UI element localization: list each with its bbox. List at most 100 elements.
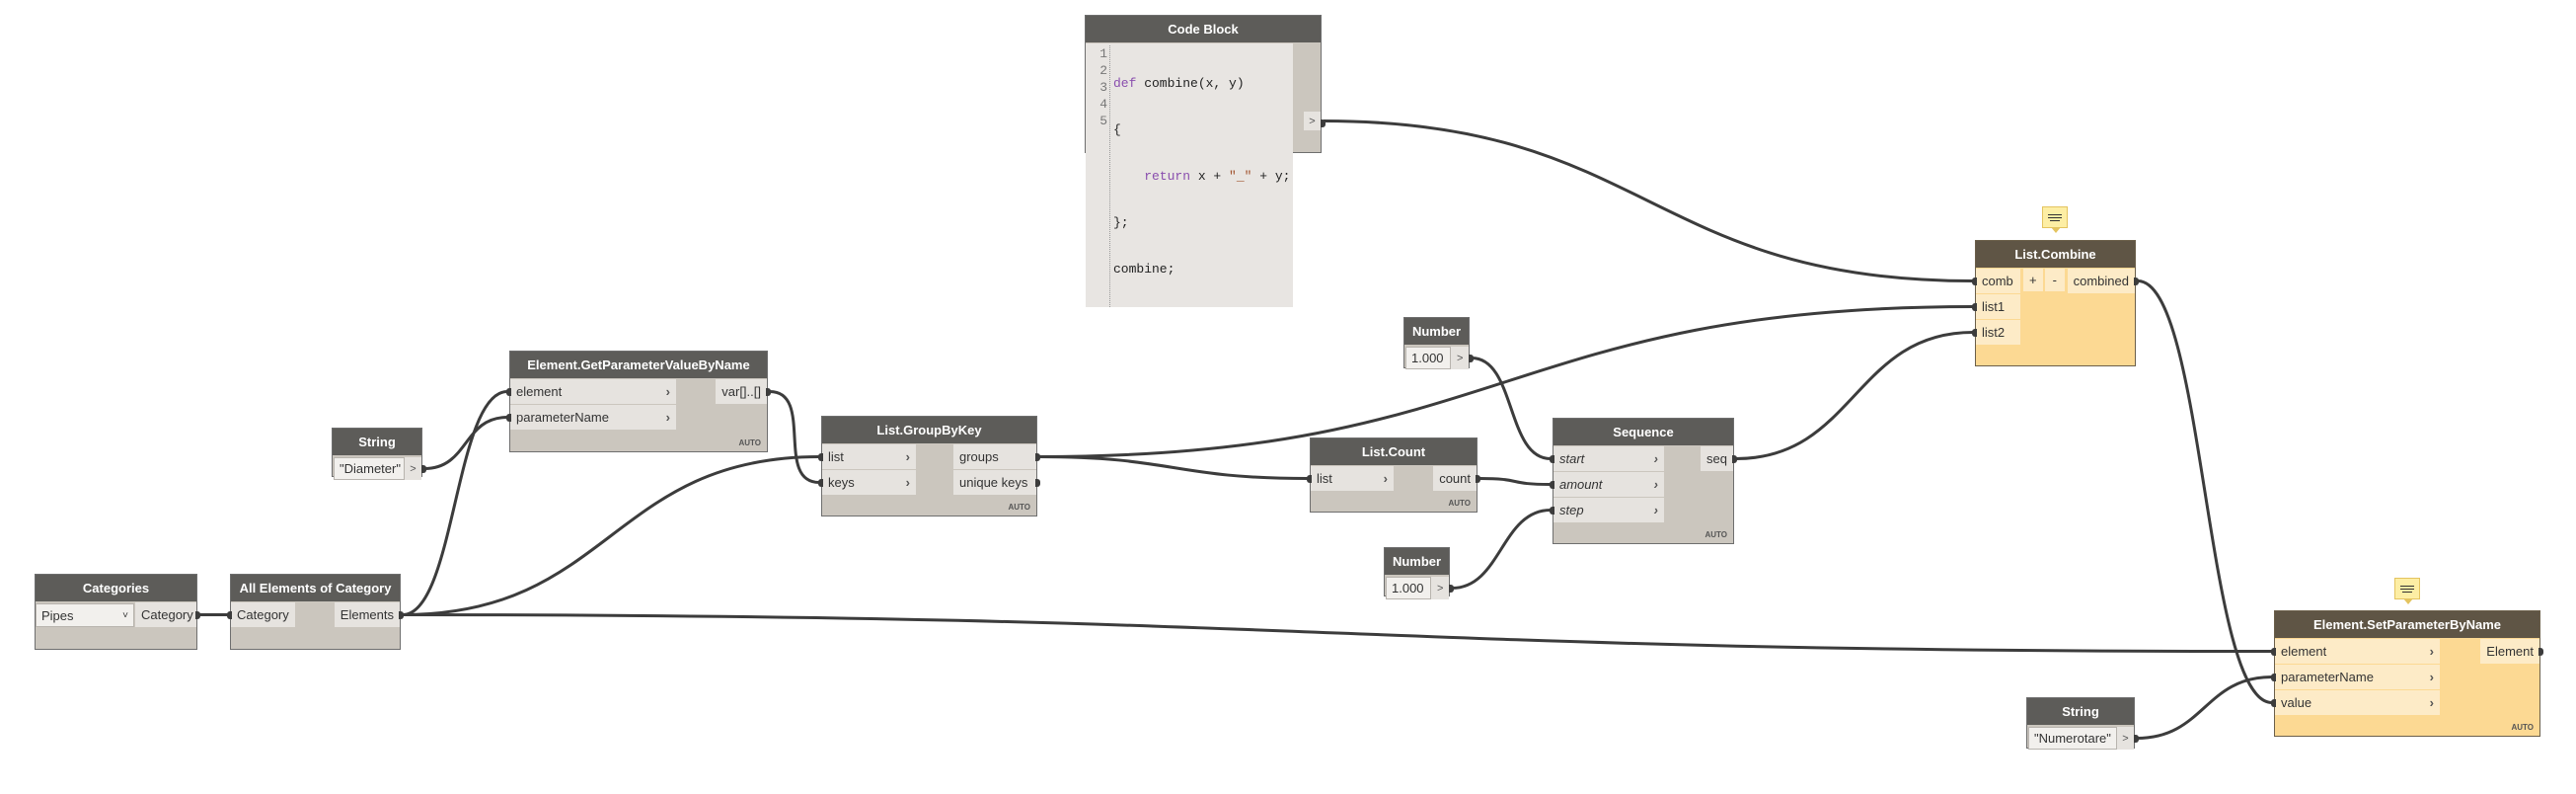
port-label: amount: [1559, 477, 1603, 492]
input-port-parametername[interactable]: parameterName›: [506, 405, 676, 430]
output-port-unique-keys[interactable]: unique keys: [953, 470, 1040, 495]
wire[interactable]: [2137, 279, 2273, 704]
string-value-input[interactable]: "Numerotare": [2028, 727, 2117, 750]
node-title: Number: [1385, 548, 1449, 575]
code-text: {: [1113, 122, 1121, 137]
port-label: step: [1559, 503, 1584, 517]
node-title: String: [333, 429, 421, 455]
chevron-right-icon: ›: [665, 384, 670, 399]
port-label: list: [828, 449, 844, 464]
output-port[interactable]: >: [1451, 347, 1474, 369]
all-elements-of-category-node[interactable]: All Elements of Category Category Elemen…: [227, 574, 405, 650]
input-port-parametername[interactable]: parameterName›: [2271, 665, 2440, 689]
code-line: def combine(x, y): [1113, 75, 1293, 92]
wire[interactable]: [1323, 119, 1974, 282]
input-port-element[interactable]: element ›: [506, 379, 676, 404]
input-port-start[interactable]: start ›: [1550, 446, 1664, 471]
wire[interactable]: [769, 390, 820, 484]
list-count-node[interactable]: List.Count list› count AUTO: [1307, 437, 1480, 513]
set-parameter-by-name-node[interactable]: Element.SetParameterByName element› para…: [2271, 610, 2543, 737]
wire[interactable]: [402, 455, 820, 616]
input-port-step[interactable]: step›: [1550, 498, 1664, 522]
node-title: Element.GetParameterValueByName: [510, 352, 767, 378]
string-node-numerotare[interactable]: String "Numerotare" >: [2026, 697, 2140, 750]
sequence-node[interactable]: Sequence start › amount› step› seq AUTO: [1550, 418, 1737, 544]
wire[interactable]: [402, 613, 2273, 653]
lacing-label: AUTO: [1448, 499, 1471, 508]
input-port-element[interactable]: element›: [2271, 639, 2440, 664]
note-icon[interactable]: [2042, 206, 2068, 233]
input-port-comb[interactable]: comb: [1972, 269, 2020, 293]
wire[interactable]: [402, 390, 508, 616]
chevron-right-icon: ›: [2429, 644, 2434, 659]
port-label: start: [1559, 451, 1585, 466]
input-port-list1[interactable]: list1: [1972, 294, 2020, 319]
input-port-keys[interactable]: keys ›: [818, 470, 916, 495]
wire[interactable]: [423, 416, 508, 470]
output-port-var[interactable]: var[]..[]: [716, 379, 771, 404]
string-node-diameter[interactable]: String "Diameter" >: [332, 428, 426, 480]
wire[interactable]: [1038, 305, 1974, 458]
number-value-input[interactable]: 1.000: [1405, 347, 1452, 369]
wire[interactable]: [2136, 675, 2273, 740]
output-port[interactable]: >: [1431, 577, 1454, 599]
chevron-right-icon: ›: [1383, 471, 1388, 486]
number-node-step[interactable]: Number 1.000 >: [1384, 547, 1454, 599]
port-label: parameterName: [2281, 670, 2374, 684]
list-groupbykey-node[interactable]: List.GroupByKey list› keys› groups uniqu…: [818, 416, 1040, 516]
wire[interactable]: [1038, 455, 1309, 480]
node-title: String: [2027, 698, 2134, 725]
output-port-count[interactable]: count: [1433, 466, 1480, 491]
output-port-seq[interactable]: seq: [1701, 446, 1737, 471]
node-title: Element.SetParameterByName: [2275, 611, 2539, 638]
input-port-list[interactable]: list›: [1307, 466, 1394, 491]
node-title: List.Combine: [1976, 241, 2135, 268]
note-icon[interactable]: [2394, 578, 2420, 604]
wire[interactable]: [1451, 509, 1552, 590]
add-input-button[interactable]: +: [2022, 269, 2043, 291]
node-title: All Elements of Category: [231, 575, 400, 601]
code-keyword: def: [1113, 76, 1137, 91]
categories-node[interactable]: Categories Pipes ˅ Category: [35, 574, 200, 650]
get-parameter-value-by-name-node[interactable]: Element.GetParameterValueByName element ›…: [506, 351, 771, 452]
input-port-list2[interactable]: list2: [1972, 320, 2020, 345]
output-port[interactable]: >: [2116, 727, 2140, 750]
number-node-start[interactable]: Number 1.000 >: [1403, 317, 1474, 369]
code-string: "_": [1229, 169, 1252, 184]
lacing-label: AUTO: [1705, 530, 1727, 539]
wire[interactable]: [1471, 357, 1552, 460]
list-combine-node[interactable]: List.Combine comb list1 list2 + - combin…: [1972, 240, 2140, 366]
output-port-element[interactable]: Element: [2480, 639, 2543, 664]
output-port[interactable]: >: [1304, 112, 1326, 130]
code-line: };: [1113, 214, 1293, 231]
code-text: };: [1113, 215, 1129, 230]
string-value-input[interactable]: "Diameter": [334, 457, 405, 480]
output-port[interactable]: >: [405, 457, 426, 480]
wire[interactable]: [1478, 477, 1552, 486]
output-port-category[interactable]: Category: [135, 602, 200, 627]
chevron-right-icon: ›: [905, 475, 910, 490]
output-port-combined[interactable]: combined: [2067, 269, 2140, 293]
category-dropdown[interactable]: Pipes ˅: [36, 603, 134, 627]
number-value-input[interactable]: 1.000: [1386, 577, 1432, 599]
remove-input-button[interactable]: -: [2044, 269, 2065, 291]
input-port-value[interactable]: value›: [2271, 690, 2440, 715]
input-port-list[interactable]: list›: [818, 444, 916, 469]
code-editor[interactable]: 1 2 3 4 5 def combine(x, y) { return x +…: [1086, 43, 1293, 307]
node-title: Sequence: [1553, 419, 1733, 445]
output-port-elements[interactable]: Elements: [334, 602, 405, 627]
line-numbers: 1 2 3 4 5: [1086, 45, 1110, 307]
input-port-amount[interactable]: amount›: [1550, 472, 1664, 497]
code-line: return x + "_" + y;: [1113, 168, 1293, 185]
code-line: combine;: [1113, 261, 1293, 278]
wire[interactable]: [1735, 331, 1974, 460]
code-text: combine;: [1113, 262, 1175, 277]
output-port-groups[interactable]: groups: [953, 444, 1040, 469]
port-label: keys: [828, 475, 855, 490]
port-label: element: [516, 384, 563, 399]
code-block-node[interactable]: Code Block 1 2 3 4 5 def combine(x, y) {…: [1085, 15, 1326, 307]
port-label: parameterName: [516, 410, 609, 425]
chevron-right-icon: ›: [1653, 451, 1658, 466]
code-text: + y;: [1251, 169, 1291, 184]
input-port-category[interactable]: Category: [227, 602, 295, 627]
